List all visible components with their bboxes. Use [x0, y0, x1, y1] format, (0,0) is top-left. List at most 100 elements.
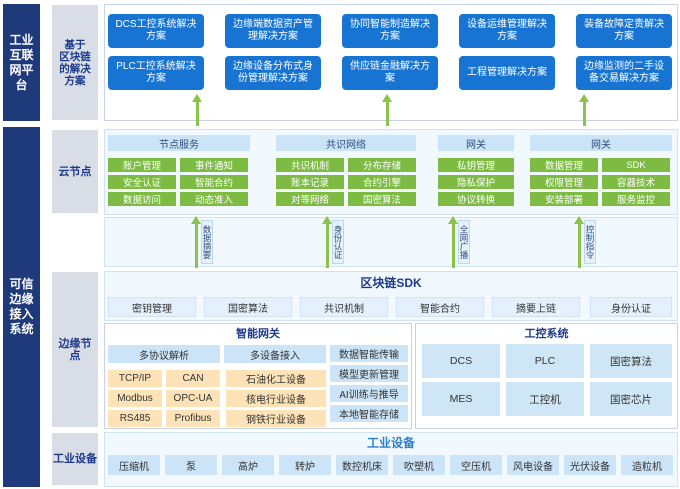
control-item: 工控机	[506, 382, 584, 416]
equipment-item: 高炉	[222, 455, 274, 475]
protocol-item: Profibus	[166, 410, 220, 427]
up-arrow-head-icon	[574, 216, 584, 224]
up-arrow-icon	[196, 100, 199, 126]
up-arrow-head-icon	[322, 216, 332, 224]
up-arrow-head-icon	[191, 216, 201, 224]
edge-side-label: 边缘节 点	[58, 338, 92, 362]
control-item: 国密芯片	[590, 382, 672, 416]
equipment-title: 工业设备	[366, 436, 415, 450]
industry-item: 石油化工设备	[226, 370, 326, 387]
protocol-item: OPC-UA	[166, 390, 220, 407]
solution-button[interactable]: 边缘监测的二手设 备交易解决方案	[576, 56, 672, 90]
up-arrow-icon	[583, 100, 586, 126]
control-item: 国密算法	[590, 344, 672, 378]
cloud-item: 服务监控	[602, 192, 670, 206]
sdk-item: 国密算法	[204, 297, 292, 317]
solution-button[interactable]: 工程管理解决方案	[459, 56, 555, 90]
up-arrow-head-icon	[579, 94, 589, 102]
cloud-item: 数据访问	[108, 192, 176, 206]
cloud-item: 账本记录	[276, 175, 344, 189]
sdk-item: 密钥管理	[108, 297, 196, 317]
cloud-item: 权限管理	[530, 175, 598, 189]
solution-button[interactable]: 边缘设备分布式身 份管理解决方案	[225, 56, 321, 90]
sdk-item: 智能合约	[396, 297, 484, 317]
up-arrow-icon	[452, 222, 455, 268]
cloud-item: 分布存储	[348, 158, 416, 172]
industry-item: 核电行业设备	[226, 390, 326, 407]
up-arrow-icon	[195, 222, 198, 268]
solution-button[interactable]: 装备故障定责解决 方案	[576, 14, 672, 48]
smart-item: AI训练与推导	[330, 385, 408, 402]
cloud-item: 智能合约	[180, 175, 248, 189]
cloud-item: 合约引擎	[348, 175, 416, 189]
cloud-side-label: 云节点	[52, 130, 98, 213]
arrow-tag: 控制指令	[584, 220, 596, 264]
cloud-header: 共识网络	[276, 135, 416, 151]
solution-button[interactable]: PLC工控系统解决 方案	[108, 56, 204, 90]
control-item: MES	[422, 382, 500, 416]
system-label: 可信 边缘 接入 系统	[3, 127, 40, 487]
industry-item: 钢铁行业设备	[226, 410, 326, 427]
cloud-header: 网关	[530, 135, 672, 151]
cloud-header: 网关	[438, 135, 514, 151]
sdk-item: 共识机制	[300, 297, 388, 317]
cloud-item: 对等网络	[276, 192, 344, 206]
up-arrow-head-icon	[192, 94, 202, 102]
protocol-item: RS485	[108, 410, 162, 427]
sdk-title: 区块链SDK	[360, 276, 422, 290]
cloud-item: 私钥管理	[438, 158, 514, 172]
cloud-item: 协议转换	[438, 192, 514, 206]
cloud-item: 动态准入	[180, 192, 248, 206]
solution-button[interactable]: 供应链金融解决方 案	[342, 56, 438, 90]
arrow-band	[104, 217, 678, 267]
equipment-item: 转炉	[279, 455, 331, 475]
smart-item: 本地智能存储	[330, 405, 408, 422]
cloud-item: 事件通知	[180, 158, 248, 172]
control-item: PLC	[506, 344, 584, 378]
cloud-item: SDK	[602, 158, 670, 172]
cloud-item: 容器技术	[602, 175, 670, 189]
solution-button[interactable]: 边缘端数据资产管 理解决方案	[225, 14, 321, 48]
multi-protocol: 多协议解析	[108, 345, 220, 363]
equipment-item: 空压机	[450, 455, 502, 475]
cloud-item: 隐私保护	[438, 175, 514, 189]
protocol-item: TCP/IP	[108, 370, 162, 387]
control-item: DCS	[422, 344, 500, 378]
cloud-item: 共识机制	[276, 158, 344, 172]
solutions-side-label: 基于 区块链 的解决 方案	[52, 5, 98, 120]
up-arrow-head-icon	[382, 94, 392, 102]
equipment-item: 数控机床	[336, 455, 388, 475]
cloud-item: 账户管理	[108, 158, 176, 172]
smart-item: 数据智能传输	[330, 345, 408, 362]
solution-button[interactable]: 设备运维管理解决 方案	[459, 14, 555, 48]
equipment-item: 风电设备	[507, 455, 559, 475]
equipment-side-label: 工业设备	[52, 433, 98, 485]
solution-button[interactable]: 协同智能制造解决 方案	[342, 14, 438, 48]
sdk-frame	[104, 271, 678, 321]
solution-button[interactable]: DCS工控系统解决 方案	[108, 14, 204, 48]
control-title: 工控系统	[524, 328, 569, 340]
smart-item: 模型更新管理	[330, 365, 408, 382]
gateway-title: 智能网关	[236, 328, 280, 340]
equipment-item: 造粒机	[621, 455, 673, 475]
arrow-tag: 数据摘要	[201, 220, 213, 264]
arrow-tag: 全网广播	[458, 220, 470, 264]
equipment-item: 光伏设备	[564, 455, 616, 475]
cloud-item: 数据管理	[530, 158, 598, 172]
cloud-header: 节点服务	[108, 135, 250, 151]
equipment-item: 压缩机	[108, 455, 160, 475]
up-arrow-icon	[578, 222, 581, 268]
platform-label: 工业 互联 网平 台	[3, 4, 40, 121]
sdk-item: 身份认证	[590, 297, 672, 317]
cloud-item: 安装部署	[530, 192, 598, 206]
up-arrow-icon	[326, 222, 329, 268]
cloud-item: 国密算法	[348, 192, 416, 206]
up-arrow-head-icon	[448, 216, 458, 224]
equipment-item: 泵	[165, 455, 217, 475]
arrow-tag: 身份认证	[332, 220, 344, 264]
equipment-item: 吹塑机	[393, 455, 445, 475]
sdk-item: 摘要上链	[492, 297, 580, 317]
cloud-item: 安全认证	[108, 175, 176, 189]
protocol-item: CAN	[166, 370, 220, 387]
multi-device: 多设备接入	[224, 345, 326, 363]
